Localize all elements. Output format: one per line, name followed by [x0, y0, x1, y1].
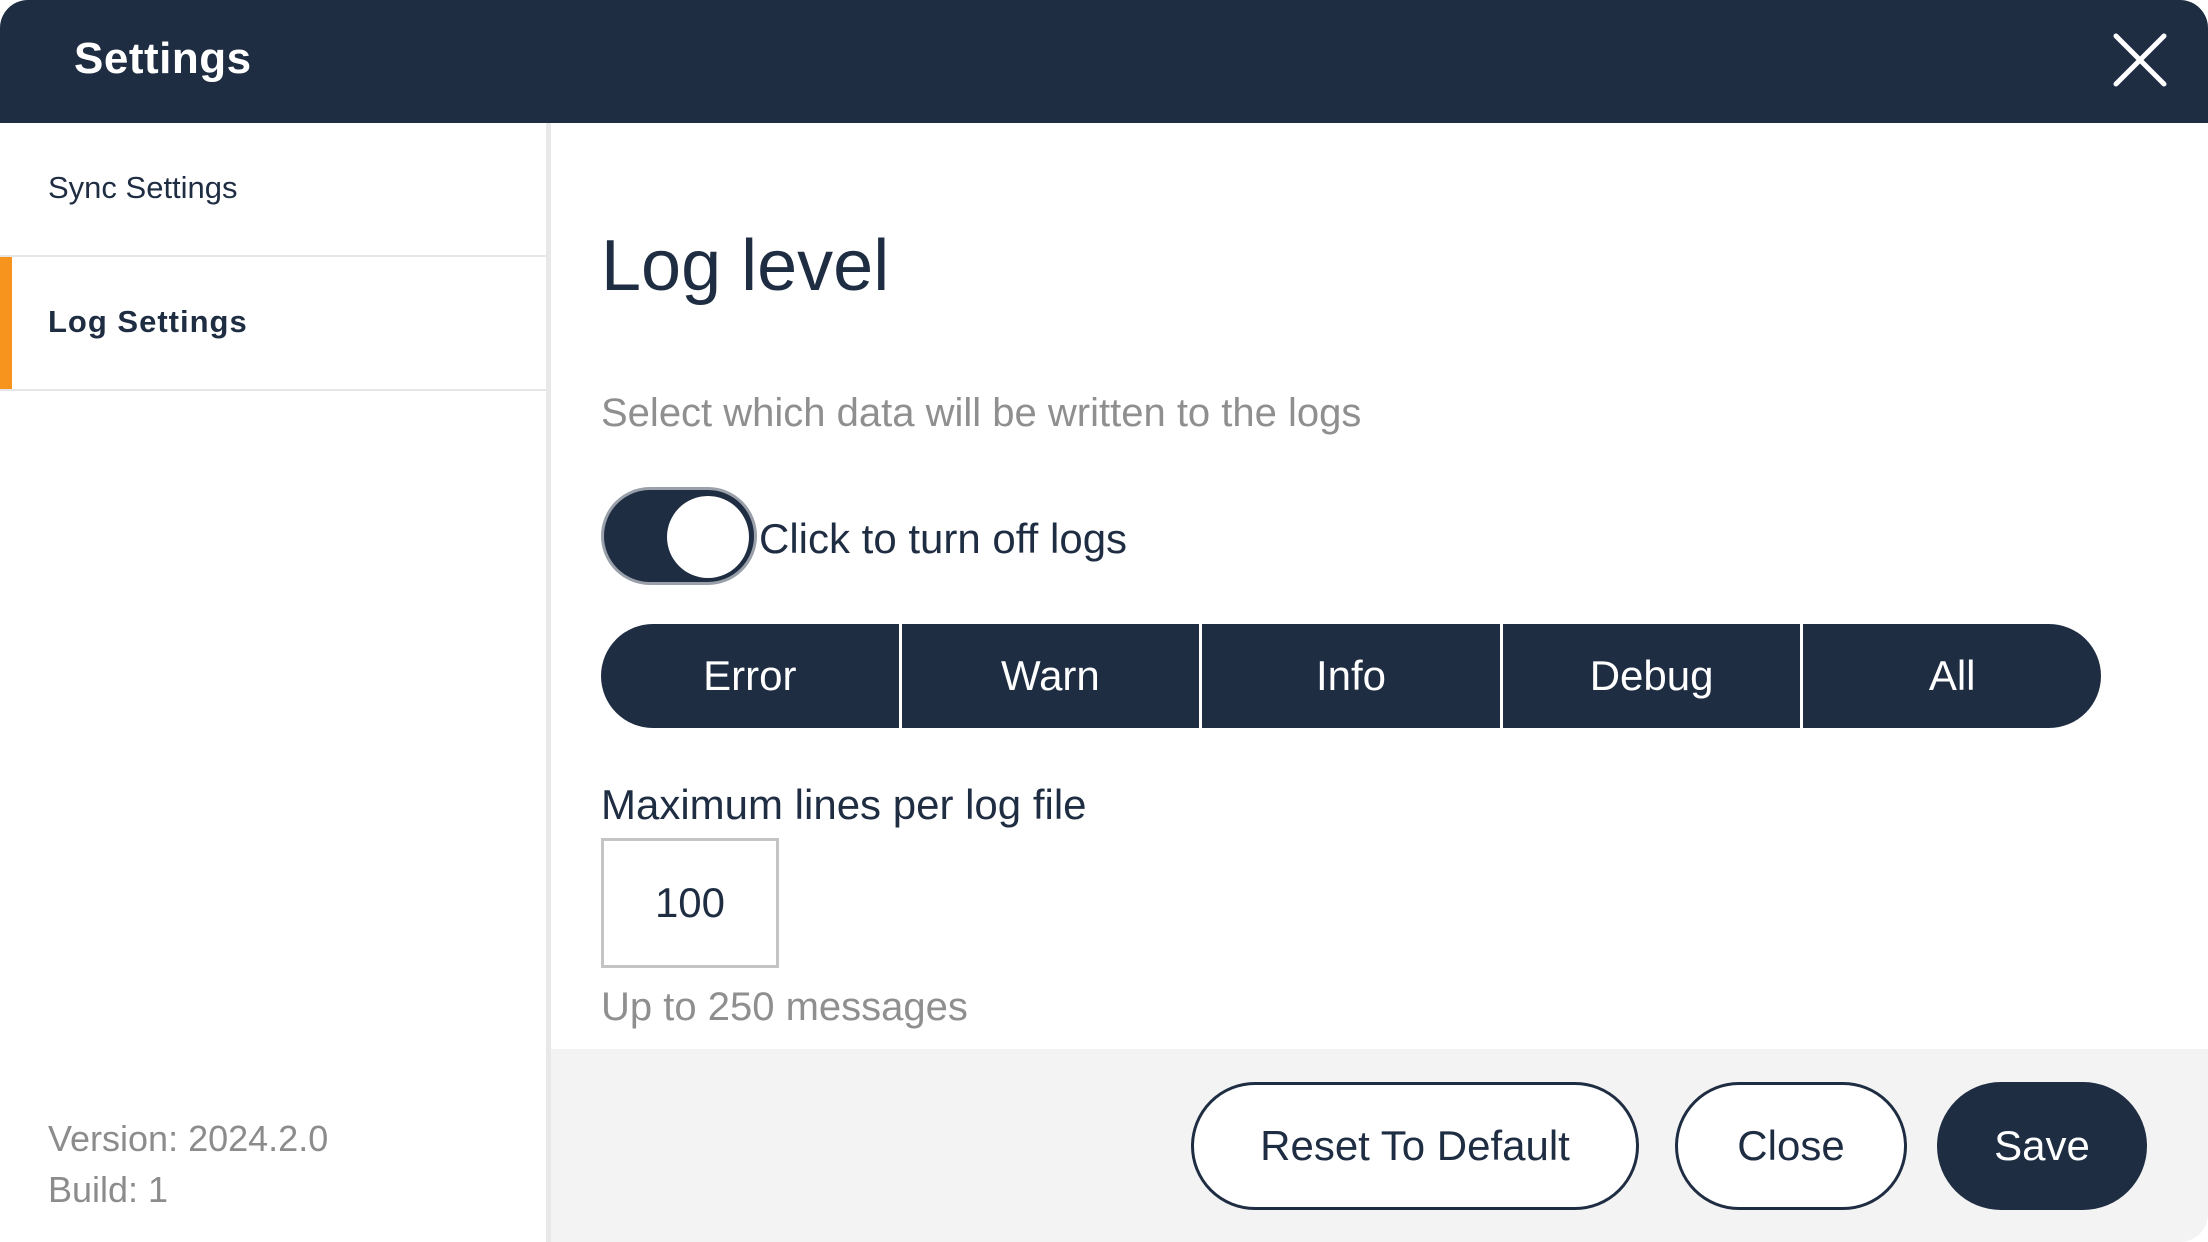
version-text: Version: 2024.2.0 [48, 1118, 329, 1159]
sidebar-item-log-settings[interactable]: Log Settings [0, 257, 546, 391]
sidebar-item-label: Sync Settings [48, 170, 238, 205]
save-button[interactable]: Save [1937, 1082, 2147, 1210]
log-level-all[interactable]: All [1928, 652, 1976, 699]
log-level-error[interactable]: Error [601, 624, 902, 728]
page-title: Log level [601, 226, 890, 306]
toggle-knob [667, 496, 749, 578]
build-text: Build: 1 [48, 1169, 169, 1210]
sidebar-item-sync-settings[interactable]: Sync Settings [0, 123, 546, 257]
settings-main: Log level Select which data will be writ… [551, 123, 2208, 1049]
max-lines-input[interactable] [601, 838, 779, 968]
settings-footer: Reset To Default Close Save [551, 1049, 2208, 1242]
max-lines-label: Maximum lines per log file [601, 781, 1087, 828]
log-level-debug[interactable]: Debug [1503, 624, 1804, 728]
version-info: Version: 2024.2.0 Build: 1 [48, 1113, 328, 1215]
reset-to-default-button[interactable]: Reset To Default [1191, 1082, 1639, 1210]
close-icon[interactable] [2110, 30, 2170, 90]
sidebar-item-label: Log Settings [48, 304, 248, 339]
log-level-info[interactable]: Info [1202, 624, 1503, 728]
max-lines-hint: Up to 250 messages [601, 985, 968, 1029]
close-button[interactable]: Close [1675, 1082, 1907, 1210]
settings-header: Settings [0, 0, 2208, 123]
log-level-selector: Error Warn Info Debug All [601, 624, 2101, 728]
page-subtitle: Select which data will be written to the… [601, 391, 1362, 435]
window-title: Settings [74, 34, 252, 83]
log-level-warn[interactable]: Warn [902, 624, 1203, 728]
settings-sidebar: Sync Settings Log Settings Version: 2024… [0, 123, 551, 1242]
active-indicator [0, 257, 12, 389]
toggle-label: Click to turn off logs [759, 515, 1128, 562]
logs-toggle[interactable] [601, 487, 757, 585]
